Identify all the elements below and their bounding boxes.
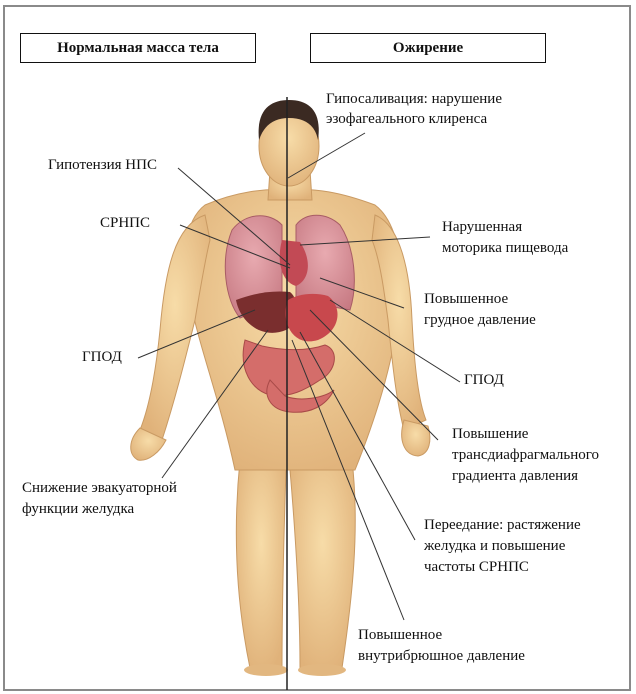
label-transdiaphragm-2: трансдиафрагмального <box>452 446 599 465</box>
label-hypotension-les: Гипотензия НПС <box>48 156 157 175</box>
label-motility-1: Нарушенная <box>442 218 522 237</box>
header-obesity: Ожирение <box>310 33 546 63</box>
label-hyposalivation-2: эзофагеального клиренса <box>326 110 487 129</box>
label-gpod-left: ГПОД <box>82 348 122 367</box>
header-normal-weight: Нормальная масса тела <box>20 33 256 63</box>
label-hyposalivation-1: Гипосаливация: нарушение <box>326 90 502 109</box>
label-overeating-3: частоты СРНПС <box>424 558 529 577</box>
label-thoracic-2: грудное давление <box>424 311 536 330</box>
label-srnps: СРНПС <box>100 214 150 233</box>
label-gastric-2: функции желудка <box>22 500 134 519</box>
label-gpod-right: ГПОД <box>464 371 504 390</box>
label-gastric-1: Снижение эвакуаторной <box>22 479 177 498</box>
label-overeating-2: желудка и повышение <box>424 537 565 556</box>
label-transdiaphragm-1: Повышение <box>452 425 528 444</box>
label-abdominal-1: Повышенное <box>358 626 442 645</box>
label-transdiaphragm-3: градиента давления <box>452 467 578 486</box>
label-abdominal-2: внутрибрюшное давление <box>358 647 525 666</box>
label-thoracic-1: Повышенное <box>424 290 508 309</box>
label-overeating-1: Переедание: растяжение <box>424 516 581 535</box>
label-motility-2: моторика пищевода <box>442 239 568 258</box>
